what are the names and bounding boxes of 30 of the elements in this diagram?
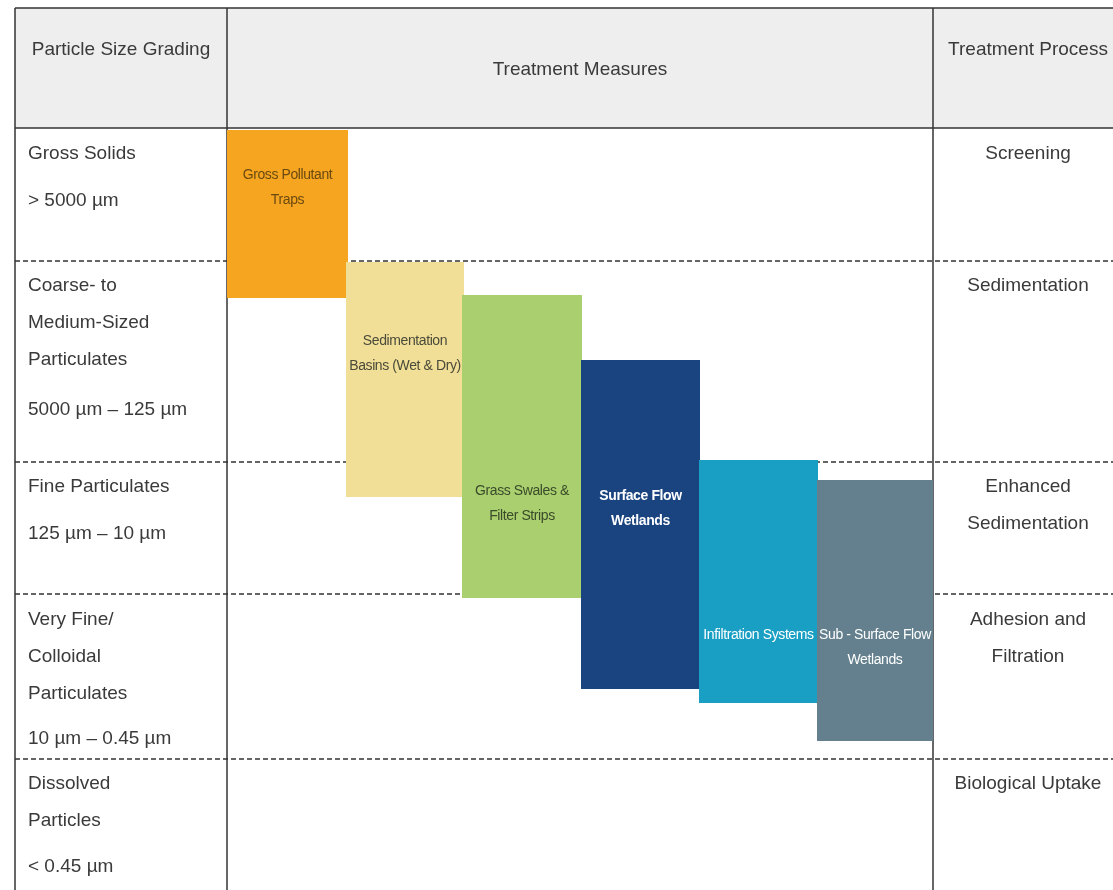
table-cell-text: Fine Particulates [28, 474, 171, 498]
table-cell-text: Enhanced Sedimentation [966, 474, 1090, 535]
column-header: Treatment Process [947, 37, 1109, 61]
table-cell-text: > 5000 µm [28, 188, 120, 212]
measure-label: Sub - Surface Flow Wetlands [818, 625, 933, 669]
table-cell-text: Sedimentation [966, 273, 1090, 297]
table-cell-text: Dissolved Particles [28, 771, 112, 832]
treatment-measure-bar [699, 460, 818, 703]
table-cell-text: Very Fine/ Colloidal Particulates [28, 607, 129, 705]
table-cell-text: Screening [984, 141, 1072, 165]
column-header: Treatment Measures [491, 57, 669, 81]
treatment-measure-bar [227, 130, 348, 298]
table-cell-text: Biological Uptake [953, 771, 1103, 795]
treatment-measure-bar [346, 262, 464, 497]
measure-label: Grass Swales & Filter Strips [474, 481, 570, 525]
table-cell-text: Adhesion and Filtration [968, 607, 1088, 668]
measure-label: Surface Flow Wetlands [598, 486, 683, 530]
table-cell-text: Coarse- to Medium-Sized Particulates [28, 273, 151, 371]
column-header: Particle Size Grading [30, 37, 212, 61]
measure-label: Gross Pollutant Traps [241, 165, 334, 209]
table-cell-text: Gross Solids [28, 141, 137, 165]
treatment-measure-bar [581, 360, 700, 689]
table-cell-text: < 0.45 µm [28, 854, 115, 878]
table-cell-text: 5000 µm – 125 µm [28, 397, 188, 421]
measure-label: Sedimentation Basins (Wet & Dry) [348, 331, 462, 375]
treatment-measure-bar [817, 480, 933, 741]
measure-label: Infiltration Systems [702, 625, 815, 644]
treatment-measure-bar [462, 295, 582, 598]
table-cell-text: 10 µm – 0.45 µm [28, 726, 173, 750]
table-cell-text: 125 µm – 10 µm [28, 521, 168, 545]
